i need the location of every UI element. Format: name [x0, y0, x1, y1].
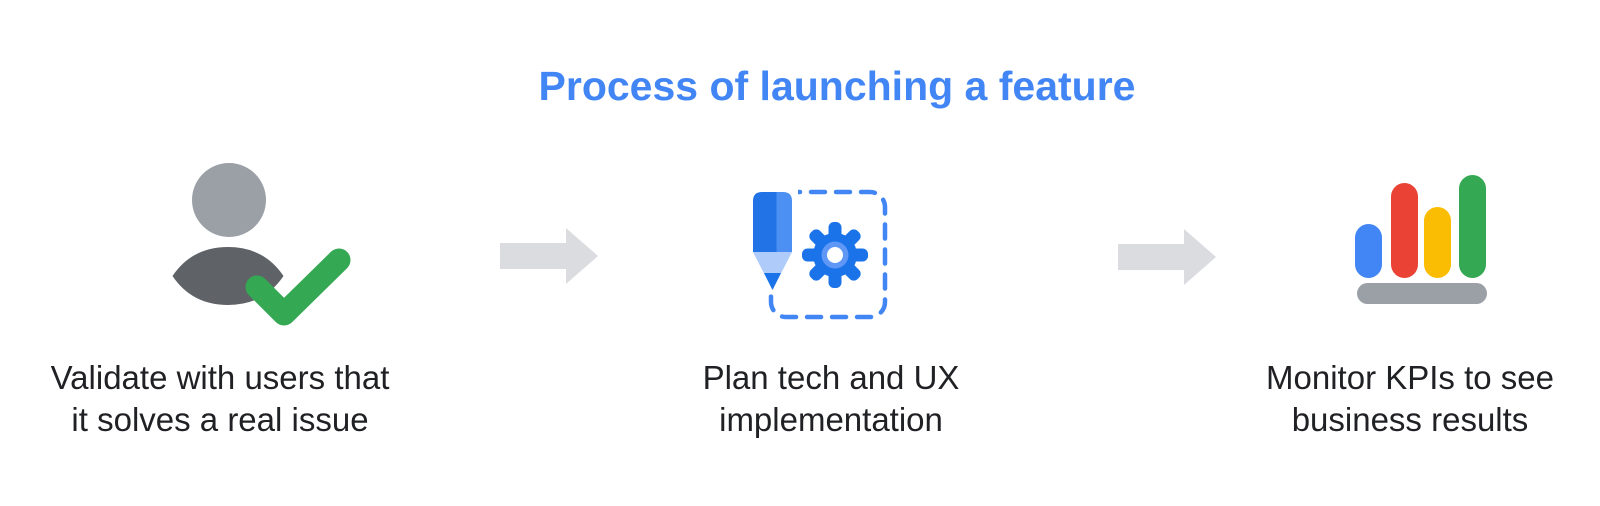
arrow-right-icon — [500, 228, 598, 284]
pencil-tip-shape — [753, 252, 792, 290]
bar-yellow-shape — [1424, 207, 1451, 278]
bar-green-shape — [1459, 175, 1486, 278]
step-label-plan: Plan tech and UX implementation — [702, 359, 960, 438]
pencil-point-shape — [764, 273, 781, 290]
step-label-validate: Validate with users that it solves a rea… — [50, 359, 390, 438]
arrow-right-icon — [1118, 229, 1216, 285]
person-head-shape — [192, 163, 266, 237]
step-label-monitor: Monitor KPIs to see business results — [1266, 359, 1554, 438]
checkmark-shape — [245, 248, 351, 326]
pencil-body-shape — [753, 192, 792, 252]
chart-base-shape — [1357, 283, 1487, 304]
gear-icon — [802, 222, 868, 288]
pencil-gear-icon — [748, 183, 888, 320]
bar-chart-icon — [1355, 175, 1487, 304]
arrow-shape — [1118, 229, 1216, 285]
bar-blue-shape — [1355, 224, 1382, 278]
bar-red-shape — [1391, 183, 1418, 278]
diagram-title: Process of launching a feature — [538, 63, 1136, 109]
arrow-shape — [500, 228, 598, 284]
person-check-icon — [172, 163, 351, 326]
